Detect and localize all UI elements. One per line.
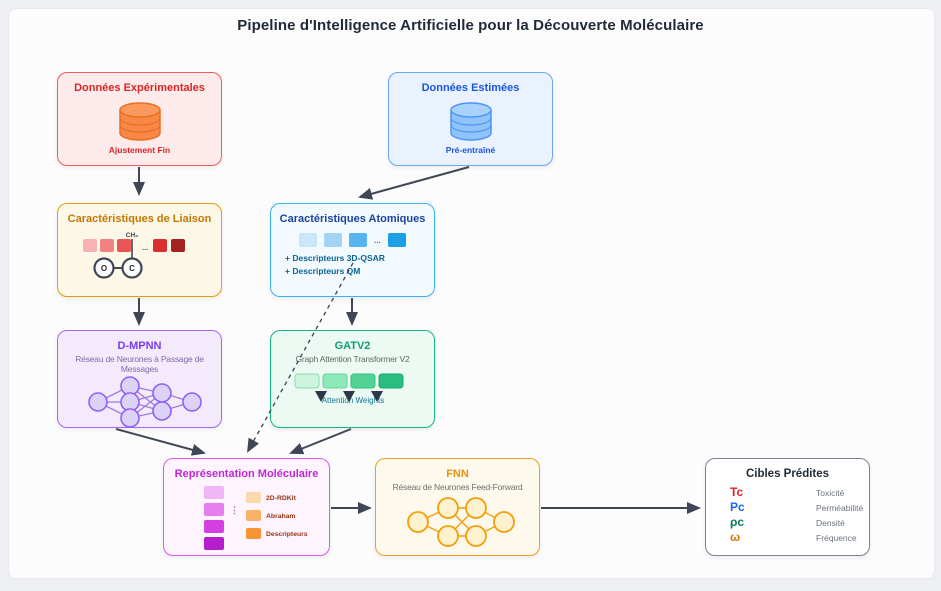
fingerprint-vector-icon: ⋮ 2D-RDKit Abraham Descripteurs	[204, 486, 308, 550]
node-title: GATV2	[334, 340, 371, 352]
abraham-label: Abraham	[266, 513, 295, 520]
target-row: Tc Toxicité	[706, 485, 869, 500]
target-symbol: ρc	[730, 515, 745, 529]
node-title: Données Estimées	[421, 82, 520, 94]
node-title: FNN	[446, 468, 469, 480]
node-dmpnn: D-MPNN Réseau de Neurones à Passage de M…	[57, 330, 222, 428]
target-label: Fréquence	[816, 533, 857, 543]
rdkit-label: 2D-RDKit	[266, 495, 297, 502]
vdots-label: ⋮	[230, 505, 239, 515]
node-title: Caractéristiques de Liaison	[67, 213, 212, 225]
ch3-label: CH₃	[126, 232, 138, 239]
node-donnees-estimees: Données Estimées Pré-entraîné	[388, 72, 553, 166]
feed-forward-network-icon	[407, 497, 515, 547]
attention-weights-icon: Attention Weights	[294, 373, 404, 405]
node-cibles-predites: Cibles Prédites Tc Toxicité Pc Perméabil…	[705, 458, 870, 556]
page-title: Pipeline d'Intelligence Artificielle pou…	[237, 17, 704, 34]
target-label: Toxicité	[816, 488, 845, 498]
node-subtitle: Réseau de Neurones à Passage de Messages	[75, 354, 204, 374]
node-caracteristiques-liaison: Caractéristiques de Liaison CH₃ ... O C	[57, 203, 222, 297]
target-label: Perméabilité	[816, 503, 864, 513]
node-caption: Ajustement Fin	[108, 145, 171, 155]
database-icon	[118, 102, 161, 141]
ellipsis-label: ...	[374, 235, 381, 245]
descriptor-qm-label: + Descripteurs QM	[285, 266, 361, 276]
node-title: Caractéristiques Atomiques	[279, 213, 426, 225]
node-subtitle: Réseau de Neurones Feed-Forward	[392, 482, 523, 492]
node-fnn: FNN Réseau de Neurones Feed-Forward	[375, 458, 540, 556]
target-symbol: Tc	[730, 485, 744, 499]
message-passing-network-icon	[88, 376, 202, 428]
target-symbol: ω	[730, 530, 741, 544]
target-row: ω Fréquence	[706, 530, 869, 545]
target-symbol: Pc	[730, 500, 745, 514]
node-title: Cibles Prédites	[745, 468, 830, 480]
node-title: D-MPNN	[117, 340, 162, 352]
atom-features-icon: ...	[271, 233, 434, 247]
atom-o-label: O	[101, 264, 107, 273]
node-gatv2: GATV2 Graph Attention Transformer V2 Att…	[270, 330, 435, 428]
bond-features-icon: CH₃ ... O C	[83, 232, 185, 279]
node-representation-moleculaire: Représentation Moléculaire ⋮ 2D-RDKit Ab…	[163, 458, 330, 556]
atom-c-label: C	[129, 264, 135, 273]
node-caption: Pré-entraîné	[445, 145, 496, 155]
ellipsis-label: ...	[142, 243, 148, 252]
node-title: Représentation Moléculaire	[174, 468, 319, 480]
target-row: Pc Perméabilité	[706, 500, 869, 515]
descriptor-3dqsar-label: + Descripteurs 3D-QSAR	[285, 253, 385, 263]
descripteurs-label: Descripteurs	[266, 531, 308, 538]
node-caracteristiques-atomiques: Caractéristiques Atomiques ... + Descrip…	[270, 203, 435, 297]
target-row: ρc Densité	[706, 515, 869, 530]
node-title: Données Expérimentales	[74, 82, 205, 94]
target-label: Densité	[816, 518, 845, 528]
node-subtitle: Graph Attention Transformer V2	[295, 354, 410, 364]
database-icon	[449, 102, 492, 141]
node-donnees-experimentales: Données Expérimentales Ajustement Fin	[57, 72, 222, 166]
